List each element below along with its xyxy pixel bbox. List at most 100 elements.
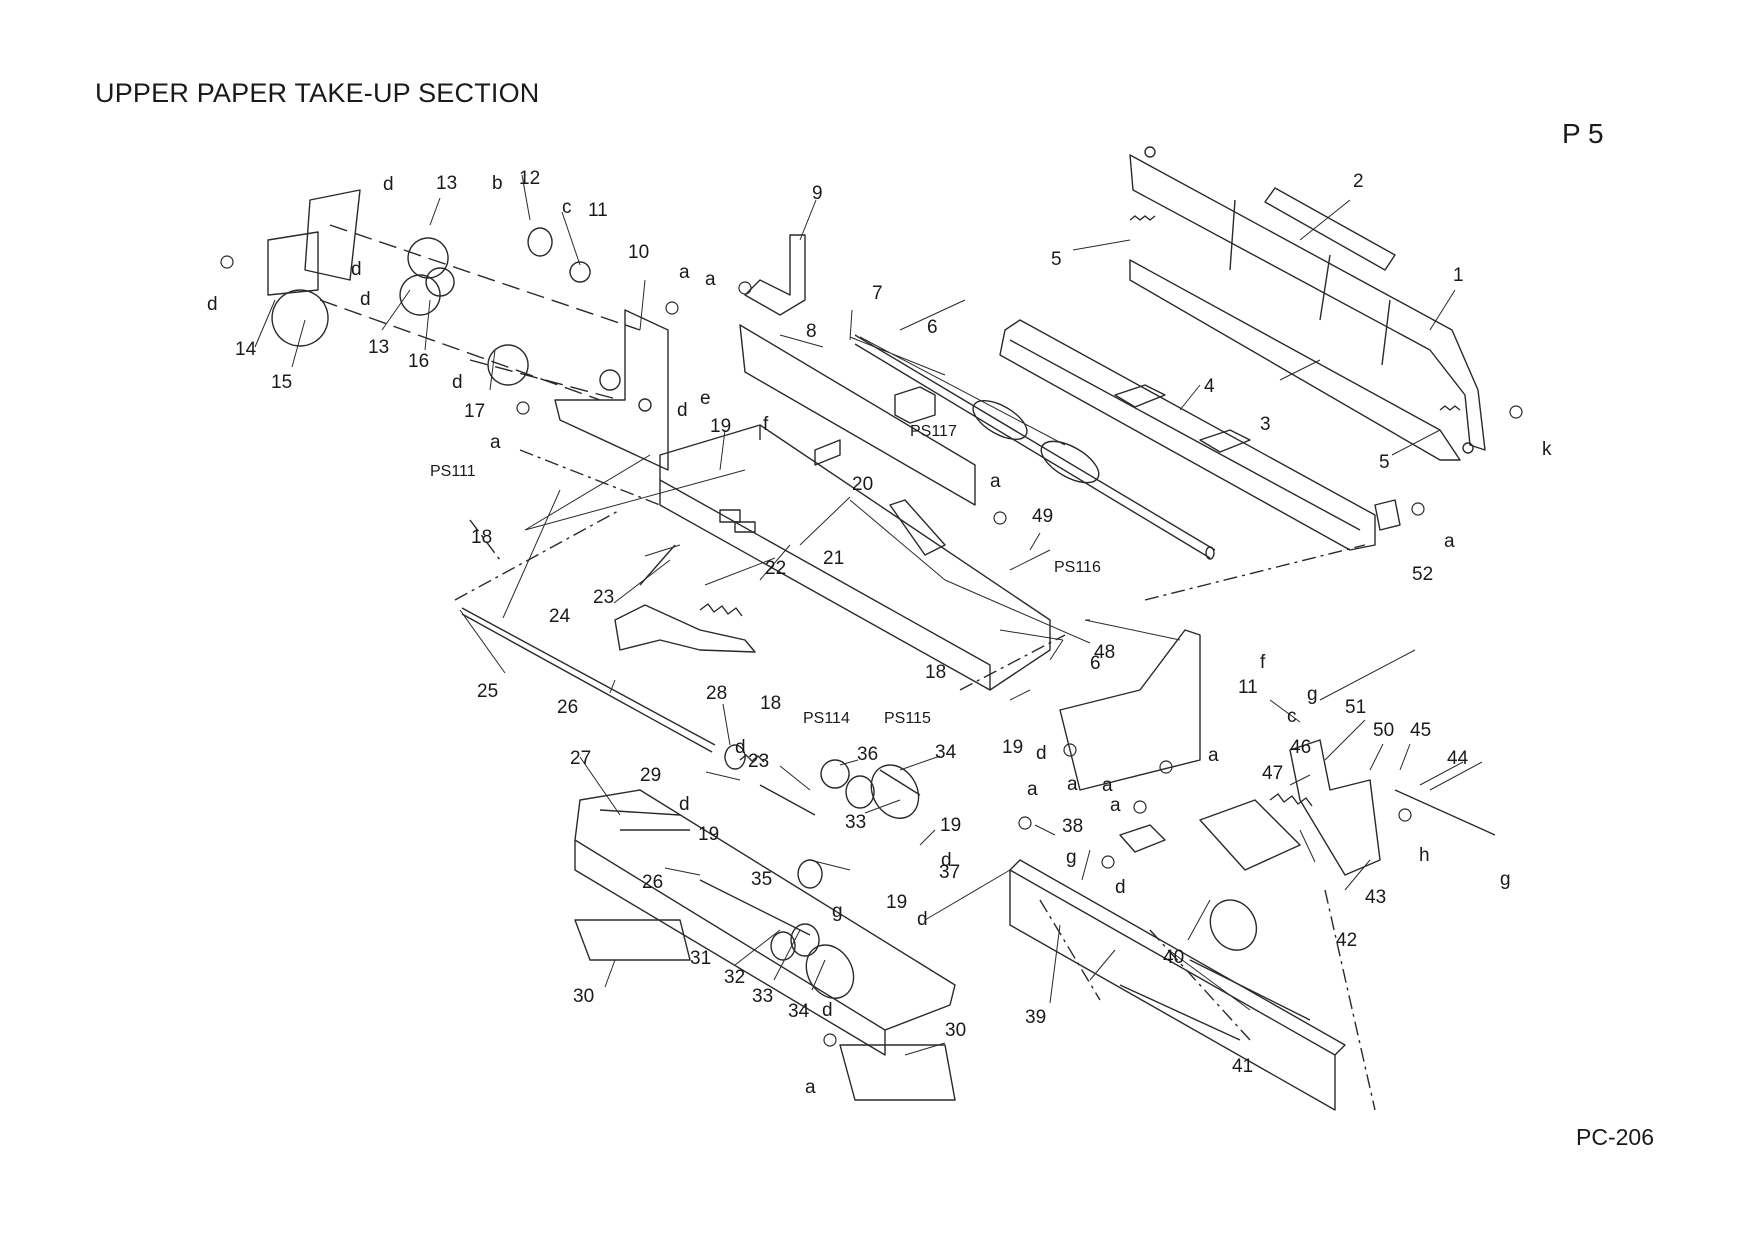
gear-13-lower	[399, 274, 441, 316]
gear-16	[425, 267, 455, 297]
callout: 47	[1262, 763, 1283, 784]
screw-icon	[220, 255, 234, 269]
roller-shaft	[854, 334, 1216, 551]
roller-40	[1209, 899, 1258, 951]
guide-rail	[999, 319, 1376, 551]
callout: a	[1110, 795, 1121, 816]
callout: 2	[1353, 171, 1364, 192]
spring-29	[739, 754, 765, 763]
screw-icon	[665, 301, 679, 315]
callout: d	[941, 850, 952, 871]
side-plate	[554, 309, 669, 471]
callout: 18	[925, 662, 946, 683]
callout: d	[1036, 743, 1047, 764]
bushing-11	[569, 261, 591, 283]
callout: 13	[436, 173, 457, 194]
rail-frame-39	[1009, 869, 1336, 1111]
callout: 41	[1232, 1056, 1253, 1077]
callout: 29	[640, 765, 661, 786]
screw-icon	[1159, 760, 1173, 774]
callout: 34	[935, 742, 957, 763]
callout: 3	[1260, 414, 1271, 435]
motor-bracket	[267, 189, 361, 296]
callout: 19	[1002, 737, 1023, 758]
callout: 40	[1163, 947, 1184, 968]
spring-46	[1269, 793, 1313, 807]
callout: a	[1067, 774, 1078, 795]
callout: f	[1260, 652, 1266, 673]
screw-icon	[1018, 816, 1032, 830]
callout: a	[679, 262, 690, 283]
callout: g	[1066, 847, 1077, 868]
callout: 22	[765, 558, 786, 579]
callout: 26	[642, 872, 663, 893]
callout: 46	[1290, 737, 1311, 758]
page-title: UPPER PAPER TAKE-UP SECTION	[95, 78, 540, 108]
callout: 19	[698, 824, 719, 845]
callout: 19	[940, 815, 961, 836]
callout: 5	[1379, 452, 1390, 473]
callout: 7	[872, 283, 883, 304]
screw-icon	[823, 1033, 837, 1047]
callout: 43	[1365, 887, 1386, 908]
gear-32	[770, 931, 796, 961]
callout: d	[383, 174, 394, 195]
callout: 36	[857, 744, 878, 765]
callout: 4	[1204, 376, 1215, 397]
pickup-roller-34-upper	[870, 764, 921, 819]
shaft-44	[1394, 789, 1496, 836]
callout: 24	[549, 606, 571, 627]
bushing-28	[724, 744, 746, 770]
screw-icon	[1101, 855, 1115, 869]
model-code: PC-206	[1576, 1124, 1654, 1150]
callout: 32	[724, 967, 745, 988]
spring-22	[699, 603, 743, 617]
callout: f	[763, 414, 769, 435]
callout: 39	[1025, 1007, 1046, 1028]
callout: d	[207, 294, 218, 315]
feed-unit-47	[1199, 799, 1301, 871]
sensor-label-ps114: PS114	[803, 710, 850, 727]
callout: h	[1419, 845, 1430, 866]
bracket-48	[1059, 629, 1201, 791]
screw-icon	[1398, 808, 1412, 822]
sensor-label-ps117: PS117	[910, 423, 957, 440]
callout: 25	[477, 681, 498, 702]
gear-35	[797, 859, 823, 889]
callout: a	[490, 432, 501, 453]
callout: 23	[593, 587, 614, 608]
callout: 30	[945, 1020, 966, 1041]
callout: e	[700, 388, 711, 409]
callout: d	[360, 289, 371, 310]
callout: a	[1027, 779, 1038, 800]
gear-17	[487, 344, 529, 386]
sensor-label-ps115: PS115	[884, 710, 931, 727]
callout: 28	[706, 683, 727, 704]
guide-plate-label-sheet	[1264, 187, 1396, 271]
callout: d	[917, 909, 928, 930]
callout: 30	[573, 986, 594, 1007]
callout: 35	[751, 869, 772, 890]
spring-5-bottom	[1439, 405, 1461, 411]
callout: d	[351, 259, 362, 280]
callout: g	[1307, 684, 1318, 705]
gear-13-upper	[407, 237, 449, 279]
callout: 49	[1032, 506, 1053, 527]
screw-icon	[993, 511, 1007, 525]
callout: d	[679, 794, 690, 815]
callout: 11	[588, 200, 608, 221]
callout: 19	[710, 416, 731, 437]
callout: 5	[1051, 249, 1062, 270]
callout: 12	[519, 168, 540, 189]
callout: 14	[235, 339, 257, 360]
callout: 21	[823, 548, 844, 569]
callout: 9	[812, 183, 823, 204]
page-number: P 5	[1562, 118, 1604, 149]
callout: 48	[1094, 642, 1115, 663]
callout: d	[1115, 877, 1126, 898]
callout: 15	[271, 372, 292, 393]
callout: d	[735, 737, 746, 758]
plate-41	[1119, 959, 1311, 1041]
screw-icon	[1133, 800, 1147, 814]
guide-plate-frame	[1129, 259, 1461, 461]
